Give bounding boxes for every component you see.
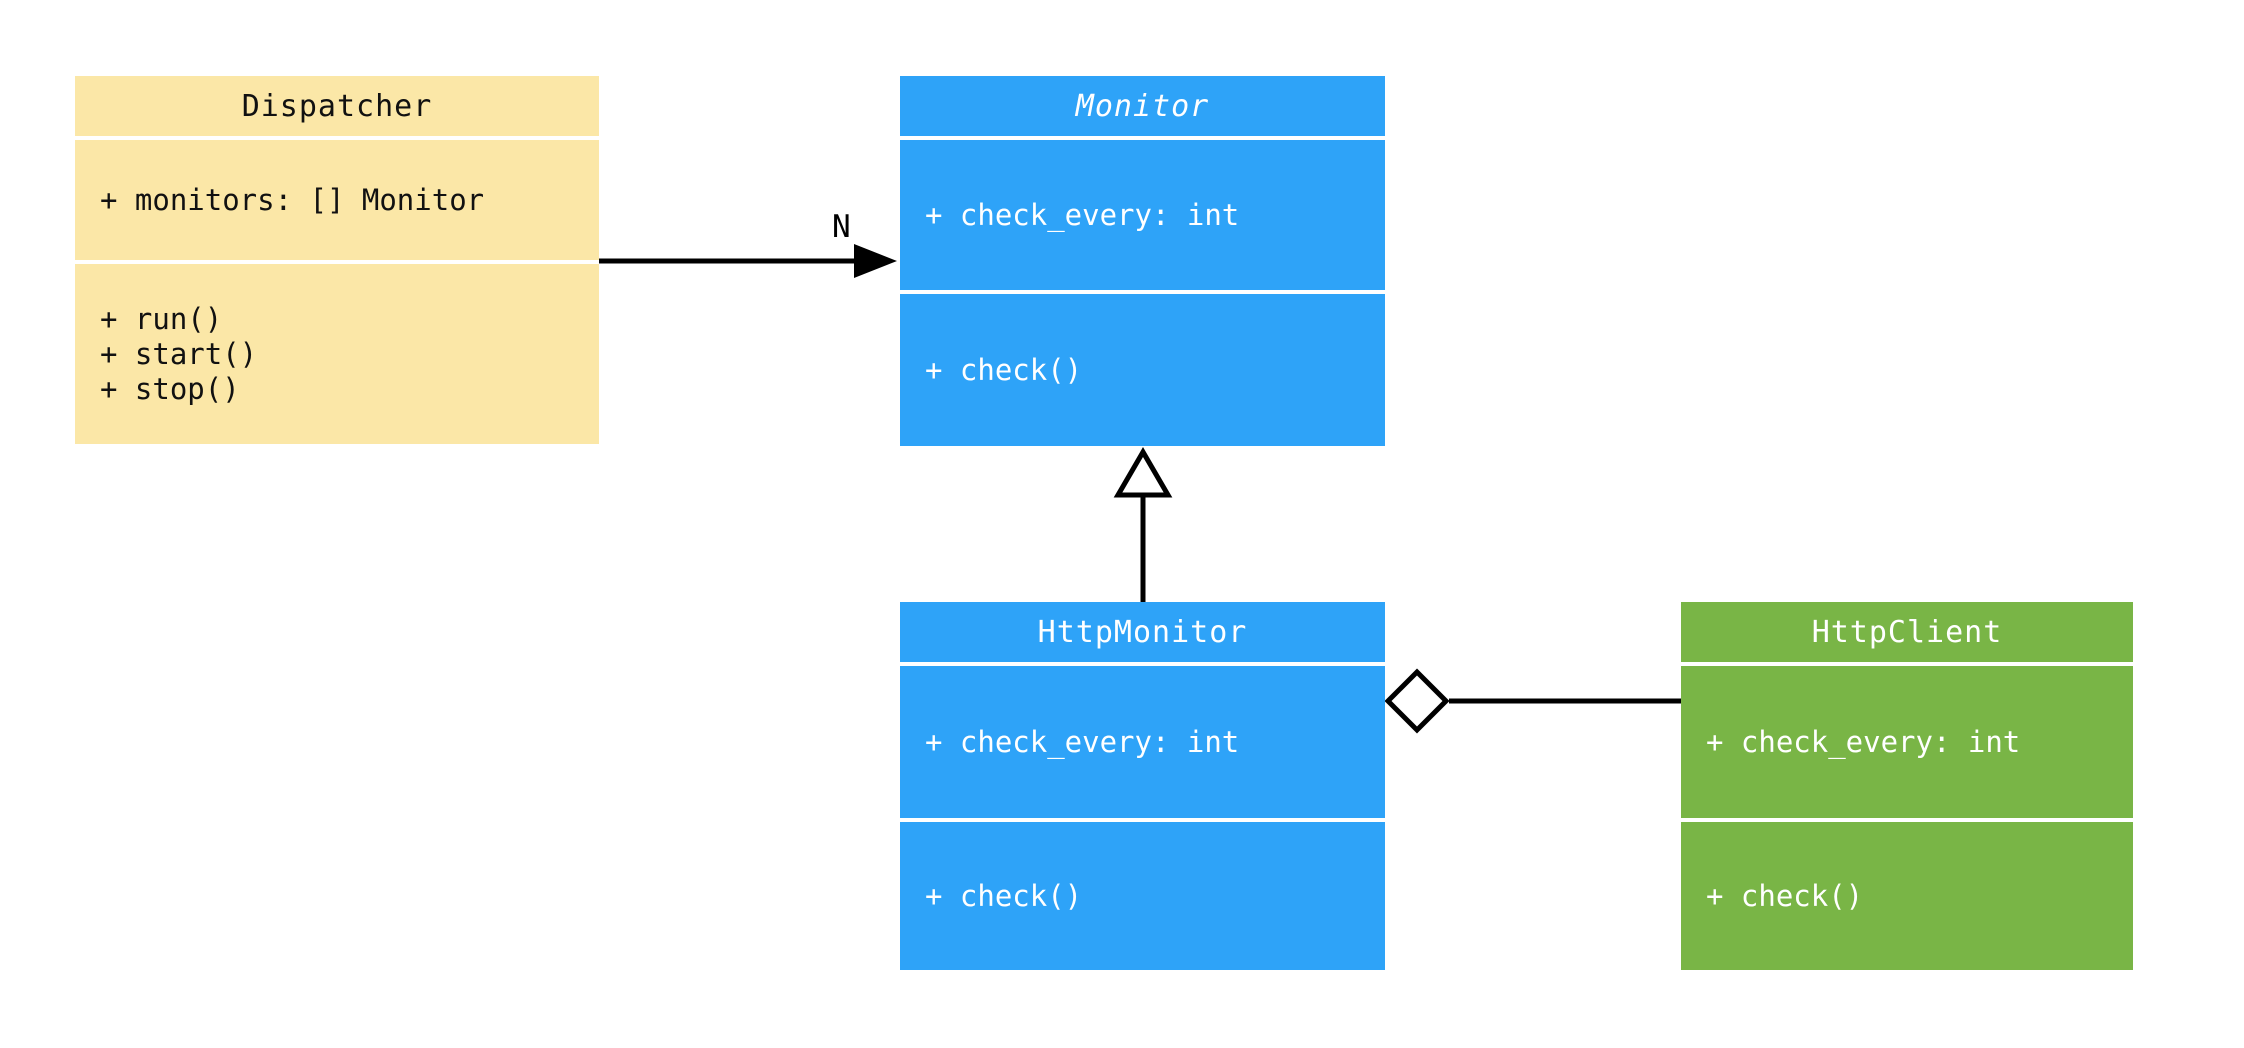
method-item: + run() <box>100 301 223 336</box>
attribute-item: + check_every: int <box>925 724 1240 759</box>
class-box-dispatcher: Dispatcher + monitors: [] Monitor + run(… <box>75 76 599 444</box>
methods-compartment-dispatcher: + run() + start() + stop() <box>75 264 599 444</box>
inheritance-edge-httpmonitor-monitor <box>1113 447 1173 602</box>
class-title-monitor: Monitor <box>900 76 1385 136</box>
class-box-httpmonitor: HttpMonitor + check_every: int + check() <box>900 602 1385 970</box>
class-box-monitor: Monitor + check_every: int + check() <box>900 76 1385 446</box>
class-title-httpclient: HttpClient <box>1681 602 2133 662</box>
method-item: + start() <box>100 336 258 371</box>
attribute-item: + check_every: int <box>925 197 1240 232</box>
association-multiplicity-label: N <box>832 209 851 245</box>
attributes-compartment-httpmonitor: + check_every: int <box>900 666 1385 818</box>
class-title-dispatcher: Dispatcher <box>75 76 599 136</box>
method-item: + check() <box>925 352 1083 387</box>
association-edge-dispatcher-monitor <box>599 244 897 278</box>
aggregation-edge-httpmonitor-httpclient <box>1384 668 1681 734</box>
hollow-triangle-icon <box>1113 447 1173 498</box>
method-item: + stop() <box>100 371 240 406</box>
attribute-item: + check_every: int <box>1706 724 2021 759</box>
hollow-diamond-icon <box>1384 668 1450 734</box>
attributes-compartment-monitor: + check_every: int <box>900 140 1385 290</box>
class-title-httpmonitor: HttpMonitor <box>900 602 1385 662</box>
filled-arrowhead-icon <box>854 244 897 278</box>
class-box-httpclient: HttpClient + check_every: int + check() <box>1681 602 2133 970</box>
method-item: + check() <box>1706 878 1864 913</box>
methods-compartment-httpclient: + check() <box>1681 822 2133 970</box>
methods-compartment-monitor: + check() <box>900 294 1385 446</box>
attributes-compartment-httpclient: + check_every: int <box>1681 666 2133 818</box>
attribute-item: + monitors: [] Monitor <box>100 182 485 217</box>
attributes-compartment-dispatcher: + monitors: [] Monitor <box>75 140 599 260</box>
method-item: + check() <box>925 878 1083 913</box>
methods-compartment-httpmonitor: + check() <box>900 822 1385 970</box>
